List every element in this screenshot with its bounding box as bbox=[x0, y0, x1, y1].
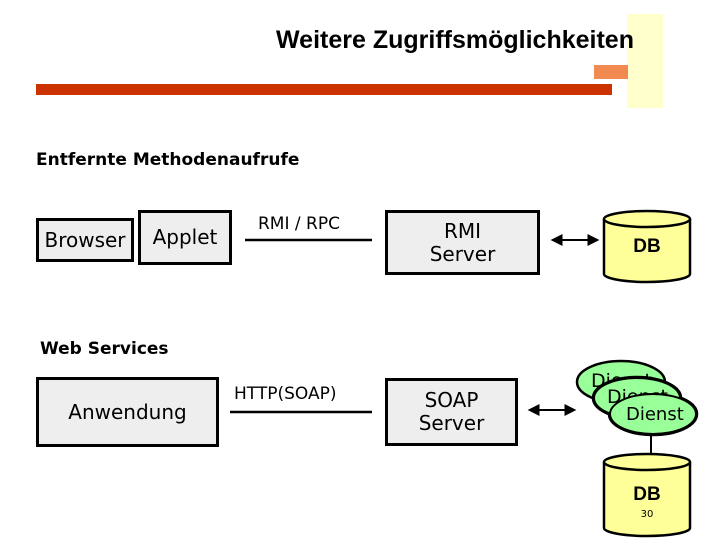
applet-label: Applet bbox=[152, 225, 218, 249]
http-soap-label: HTTP(SOAP) bbox=[234, 384, 337, 404]
slide-title: Weitere Zugriffsmöglichkeiten bbox=[276, 26, 634, 54]
header-decoration-yellow bbox=[627, 14, 663, 108]
db-top-label: DB bbox=[633, 236, 661, 257]
dienst-label-front: Dienst bbox=[626, 404, 684, 425]
soap-server-label-line-2: Server bbox=[418, 411, 485, 435]
soap-server-label-line-1: SOAP bbox=[424, 388, 479, 412]
header-decoration-orange bbox=[594, 65, 628, 79]
db-cylinder-bottom bbox=[602, 452, 692, 538]
section-heading-web-services: Web Services bbox=[40, 339, 169, 359]
db-bottom-label: DB bbox=[633, 484, 661, 505]
anwendung-label: Anwendung bbox=[68, 399, 187, 424]
page-number: 30 bbox=[640, 509, 654, 520]
dienst-ellipse-front-cover bbox=[609, 393, 697, 435]
title-underline-bar bbox=[36, 84, 612, 95]
rmi-server-label-line-2: Server bbox=[429, 241, 496, 266]
browser-label: Browser bbox=[44, 227, 126, 252]
rmi-server-label-line-1: RMI bbox=[443, 218, 482, 243]
browser-box: Browser bbox=[36, 218, 134, 262]
soap-server-box: SOAP Server bbox=[385, 378, 518, 446]
db-cylinder-top bbox=[602, 209, 692, 284]
rmi-rpc-label: RMI / RPC bbox=[258, 214, 340, 234]
section-heading-rmi: Entfernte Methodenaufrufe bbox=[36, 150, 300, 170]
rmi-server-box: RMI Server bbox=[385, 210, 540, 275]
anwendung-box: Anwendung bbox=[36, 377, 219, 447]
applet-box: Applet bbox=[138, 210, 232, 265]
